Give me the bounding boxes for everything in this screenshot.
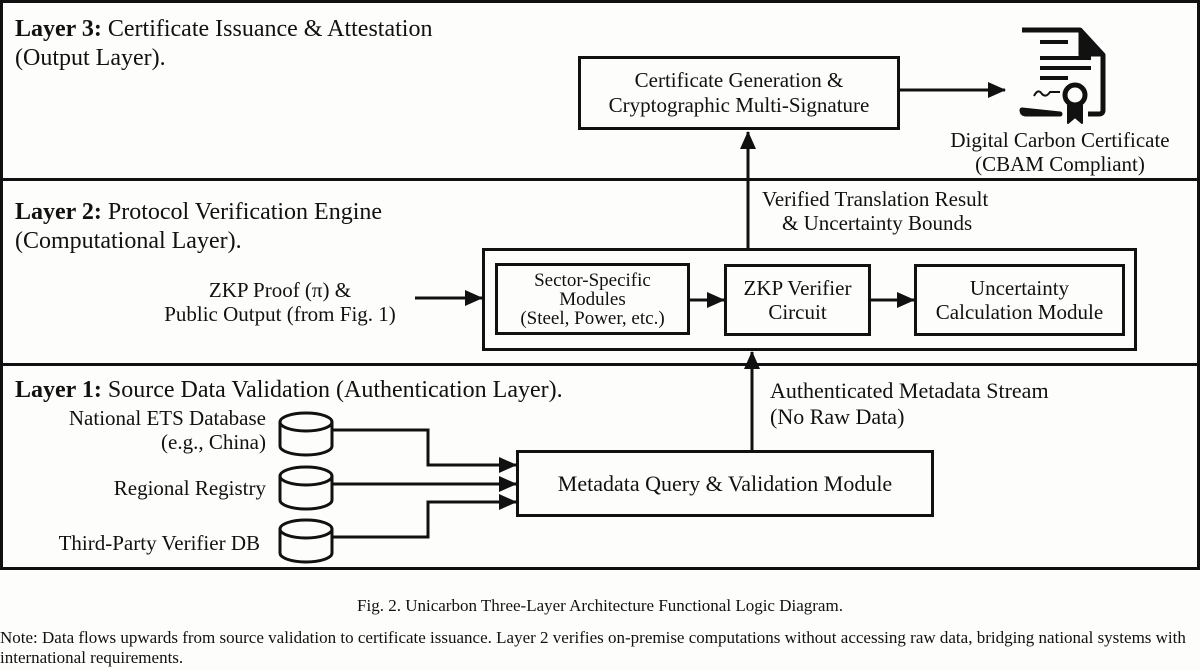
certificate-label-line1: Digital Carbon Certificate	[950, 128, 1170, 152]
figure-caption: Fig. 2. Unicarbon Three-Layer Architectu…	[357, 596, 843, 615]
zkp-input-line1: ZKP Proof (π) &	[208, 278, 352, 302]
layer-2-title: Layer 2: Protocol Verification Engine (C…	[15, 198, 382, 256]
zkp-input-line2: Public Output (from Fig. 1)	[164, 302, 396, 326]
layer-3-title: Layer 3: Certificate Issuance & Attestat…	[15, 15, 432, 73]
cert-box-line1: Certificate Generation &	[634, 68, 844, 92]
layer-1-label: Layer 1:	[15, 377, 102, 403]
zkp-input-label: ZKP Proof (π) & Public Output (from Fig.…	[160, 278, 400, 326]
source-third-party-label: Third-Party Verifier DB	[58, 531, 260, 555]
sector-line2: Modules	[559, 288, 626, 310]
uncertainty-line1: Uncertainty	[969, 276, 1070, 300]
layer-2-subtitle: (Computational Layer).	[15, 228, 242, 254]
layer-3-subtitle: (Output Layer).	[15, 45, 166, 71]
source-national-ets-label: National ETS Database (e.g., China)	[10, 406, 266, 454]
verified-result-line1: Verified Translation Result	[762, 187, 989, 211]
metadata-validation-module-box: Metadata Query & Validation Module	[516, 450, 934, 517]
sector-line3: (Steel, Power, etc.)	[520, 307, 665, 329]
national-ets-line1: National ETS Database	[68, 406, 266, 430]
certificate-generation-box: Certificate Generation & Cryptographic M…	[578, 56, 900, 130]
authenticated-stream-label: Authenticated Metadata Stream (No Raw Da…	[770, 378, 1049, 430]
layer-2-title-text: Protocol Verification Engine	[101, 199, 383, 225]
zkp-verifier-line1: ZKP Verifier	[743, 276, 852, 300]
auth-stream-line2: (No Raw Data)	[770, 404, 905, 429]
zkp-verifier-line2: Circuit	[768, 300, 827, 324]
layer-3-label: Layer 3:	[15, 16, 102, 42]
layer-1-title-text: Source Data Validation (Authentication L…	[101, 377, 563, 403]
digital-certificate-label: Digital Carbon Certificate (CBAM Complia…	[920, 128, 1200, 176]
verified-result-label: Verified Translation Result & Uncertaint…	[762, 187, 988, 235]
cert-box-line2: Cryptographic Multi-Signature	[608, 93, 870, 117]
uncertainty-calculation-box: Uncertainty Calculation Module	[914, 264, 1125, 336]
certificate-label-line2: (CBAM Compliant)	[975, 152, 1145, 176]
figure-note: Note: Data flows upwards from source val…	[0, 628, 1186, 667]
zkp-verifier-circuit-box: ZKP Verifier Circuit	[724, 264, 871, 336]
auth-stream-line1: Authenticated Metadata Stream	[770, 378, 1049, 403]
source-regional-registry-label: Regional Registry	[113, 476, 266, 500]
verified-result-line2: & Uncertainty Bounds	[782, 211, 973, 235]
national-ets-line2: (e.g., China)	[161, 430, 266, 454]
metadata-validation-text: Metadata Query & Validation Module	[557, 470, 893, 496]
layer-3-title-text: Certificate Issuance & Attestation	[101, 16, 433, 42]
layer-1-title: Layer 1: Source Data Validation (Authent…	[15, 376, 563, 405]
layer-2-label: Layer 2:	[15, 199, 102, 225]
uncertainty-line2: Calculation Module	[935, 300, 1104, 324]
sector-specific-modules-box: Sector-Specific Modules (Steel, Power, e…	[495, 263, 690, 335]
sector-line1: Sector-Specific	[534, 269, 651, 291]
